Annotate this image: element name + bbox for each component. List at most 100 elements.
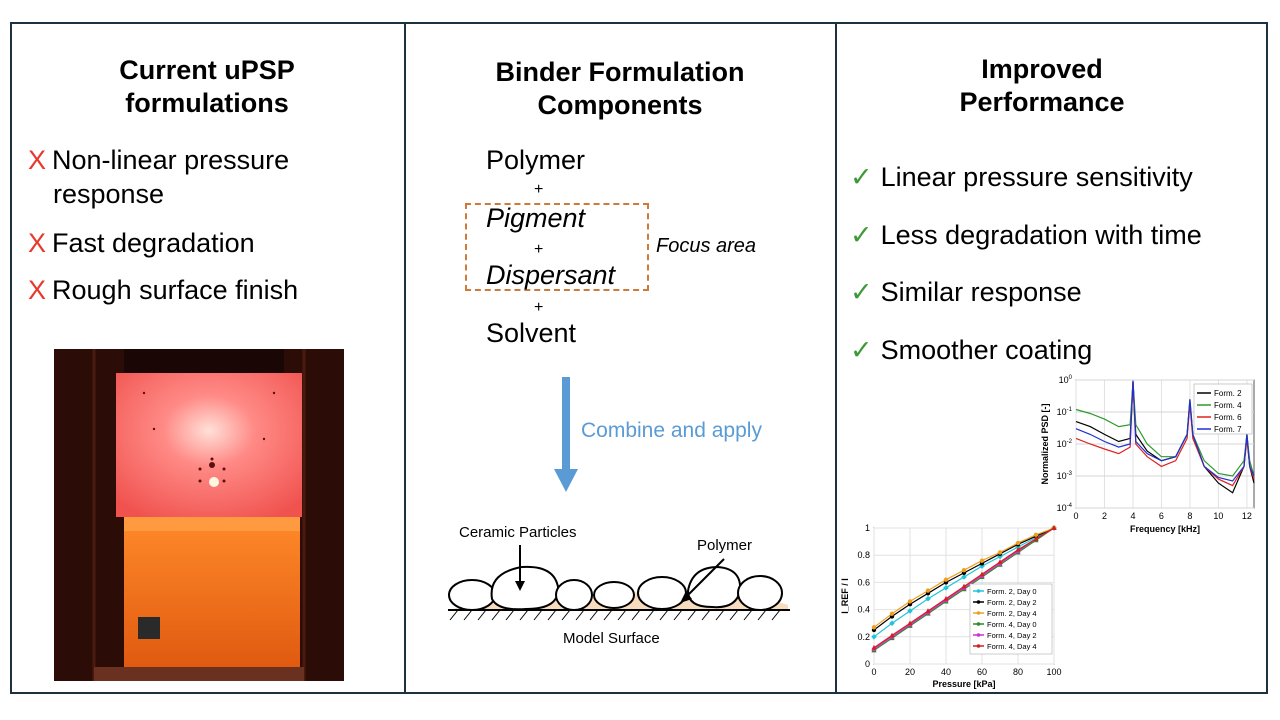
psd-legend-label: Form. 7 (1214, 425, 1242, 434)
bullet-text: Rough surface finish (52, 275, 299, 305)
right-bullet-1: ✓Linear pressure sensitivity (850, 160, 1193, 194)
psd-x-tick-label: 8 (1187, 511, 1192, 521)
left-heading: Current uPSP formulations (12, 54, 402, 120)
psd-x-tick-label: 2 (1102, 511, 1107, 521)
left-heading-line2: formulations (125, 88, 289, 118)
cal-legend-label: Form. 4, Day 0 (987, 620, 1037, 629)
ceramic-particles-label: Ceramic Particles (459, 524, 577, 541)
combine-apply-label: Combine and apply (581, 419, 762, 442)
psd-x-tick-label: 0 (1073, 511, 1078, 521)
psd-x-axis-label: Frequency [kHz] (1130, 524, 1200, 534)
cal-point (871, 625, 877, 630)
cal-point (979, 571, 985, 577)
bullet-text: Fast degradation (52, 228, 255, 258)
plus-sign: + (534, 241, 544, 258)
x-mark-icon: X (28, 228, 47, 258)
cal-x-axis-label: Pressure [kPa] (932, 679, 995, 689)
cal-legend-marker (976, 622, 981, 626)
psd-legend-label: Form. 2 (1214, 389, 1242, 398)
psd-x-tick-label: 10 (1213, 511, 1223, 521)
surface-hatching (449, 609, 781, 621)
cal-y-tick-label: 0.4 (857, 605, 870, 615)
cal-point (961, 583, 967, 589)
cal-point (925, 608, 931, 613)
plus-sign: + (534, 181, 544, 198)
right-heading-line1: Improved (981, 54, 1103, 84)
component-dispersant: Dispersant (486, 260, 616, 290)
middle-heading-line1: Binder Formulation (495, 57, 745, 87)
psd-y-axis-label: Normalized PSD [-] (1040, 403, 1050, 484)
psd-legend-label: Form. 4 (1214, 401, 1242, 410)
x-mark-icon: X (28, 145, 47, 175)
cal-legend-marker (976, 600, 981, 604)
cal-point (889, 620, 895, 626)
down-arrow-icon (554, 377, 578, 492)
psd-y-tick-label: 10-3 (1057, 471, 1073, 481)
cal-point (1015, 540, 1021, 546)
psd-y-tick-label: 10-2 (1057, 439, 1073, 449)
coating-schematic (448, 545, 790, 621)
cal-x-tick-label: 100 (1046, 667, 1061, 677)
bullet-text: Non-linear pressure (52, 145, 290, 175)
cal-point (979, 558, 985, 563)
component-pigment: Pigment (486, 203, 586, 233)
check-mark-icon: ✓ (850, 162, 873, 192)
cal-point (1033, 532, 1039, 537)
psd-x-tick-label: 4 (1130, 511, 1135, 521)
cal-y-tick-label: 1 (865, 523, 870, 533)
x-mark-icon: X (28, 275, 47, 305)
bullet-text: Similar response (880, 277, 1082, 307)
coated-panel-photo (54, 349, 344, 681)
cal-point (889, 611, 895, 616)
psd-x-tick-label: 6 (1159, 511, 1164, 521)
cal-point (925, 588, 931, 593)
cal-point (907, 620, 913, 626)
cal-point (997, 550, 1003, 555)
cal-x-tick-label: 20 (905, 667, 915, 677)
component-polymer: Polymer (486, 145, 586, 175)
cal-point (907, 608, 913, 614)
column-divider-right (835, 22, 837, 694)
cal-legend-label: Form. 4, Day 4 (987, 642, 1037, 651)
check-mark-icon: ✓ (850, 220, 873, 250)
cal-point (997, 559, 1003, 564)
focus-area-box (465, 203, 649, 291)
cal-point (871, 634, 877, 640)
middle-heading-line2: Components (537, 90, 703, 120)
polymer-label: Polymer (697, 537, 753, 554)
cal-point (1015, 546, 1021, 552)
cal-y-tick-label: 0 (865, 659, 870, 669)
cal-legend-marker (976, 611, 981, 615)
psd-x-tick-label: 12 (1242, 511, 1252, 521)
psd-y-tick-label: 10-4 (1057, 503, 1073, 513)
focus-area-label: Focus area (656, 235, 757, 257)
right-bullet-3: ✓Similar response (850, 275, 1082, 309)
bullet-text: Smoother coating (880, 335, 1093, 365)
plus-sign: + (534, 299, 544, 316)
psd-y-tick-label: 100 (1059, 375, 1073, 385)
right-heading: Improved Performance (837, 53, 1247, 119)
bullet-text: Linear pressure sensitivity (880, 162, 1193, 192)
slide-frame (10, 22, 1268, 694)
psd-series-line (1075, 380, 1255, 482)
cal-y-tick-label: 0.6 (857, 577, 870, 587)
cal-point (1051, 525, 1057, 530)
cal-point (943, 595, 949, 601)
cal-legend-label: Form. 2, Day 0 (987, 587, 1037, 596)
cal-point (871, 644, 877, 650)
right-heading-line2: Performance (959, 87, 1125, 117)
cal-point (1033, 536, 1039, 541)
check-mark-icon: ✓ (850, 277, 873, 307)
cal-x-tick-label: 80 (1013, 667, 1023, 677)
cal-x-tick-label: 0 (871, 667, 876, 677)
cal-y-tick-label: 0.2 (857, 632, 870, 642)
component-solvent: Solvent (486, 318, 577, 348)
bullet-text: Less degradation with time (880, 220, 1202, 250)
ceramic-particles (448, 565, 783, 611)
cal-point (889, 632, 895, 638)
cal-point (907, 599, 913, 604)
